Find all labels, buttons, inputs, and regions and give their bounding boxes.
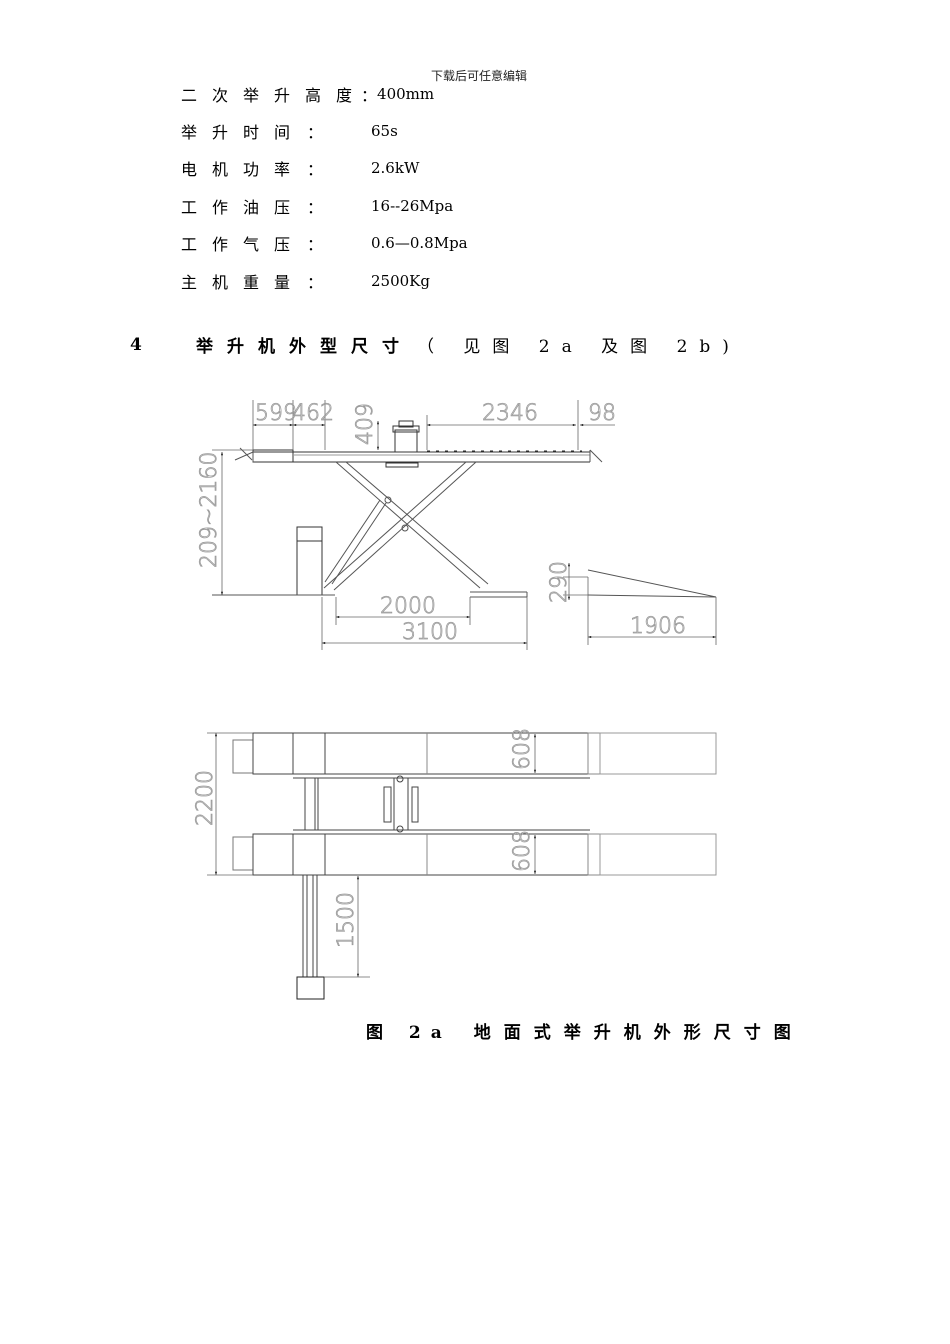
spec-row-motor-power: 电机功率 ： 2.6kW <box>181 157 419 179</box>
spec-value: 2500Kg <box>371 272 430 290</box>
spec-colon: ： <box>361 86 378 105</box>
figure-title: 地面式举升机外形尺寸图 <box>473 1023 804 1043</box>
dim-2346: 2346 <box>482 401 538 426</box>
dim-1500: 1500 <box>334 892 359 948</box>
side-view <box>212 420 717 598</box>
dim-98: 98 <box>588 401 616 426</box>
dim-599: 599 <box>255 401 297 426</box>
figure-number: 图 2a <box>366 1023 452 1043</box>
figure-caption: 图 2a 地面式举升机外形尺寸图 <box>366 1018 804 1043</box>
spec-label: 工作气压 <box>181 235 306 254</box>
spec-colon: ： <box>307 235 324 254</box>
section-number: 4 <box>130 334 142 355</box>
spec-value: 0.6—0.8Mpa <box>371 234 468 252</box>
dim-409: 409 <box>353 403 378 445</box>
spec-label: 举升时间 <box>181 123 306 142</box>
spec-colon: ： <box>307 123 324 142</box>
section-heading: 4 举升机外型尺寸 （ 见图 2a 及图 2b) <box>130 332 741 358</box>
spec-row-lift-time: 举升时间 ： 65s <box>181 120 398 142</box>
spec-label: 二次举升高度 <box>181 86 368 105</box>
spec-label: 工作油压 <box>181 198 306 217</box>
top-view-dimension-lines <box>207 732 536 978</box>
spec-colon: ： <box>307 160 324 179</box>
side-view-dimension-lines <box>212 400 717 650</box>
spec-row-air-pressure: 工作气压 ： 0.6—0.8Mpa <box>181 232 468 254</box>
dim-608-bottom: 608 <box>510 830 535 872</box>
spec-value: 2.6kW <box>371 159 420 177</box>
dim-290: 290 <box>547 561 572 603</box>
spec-row-weight: 主机重量 ： 2500Kg <box>181 270 430 292</box>
top-view-dimension-labels: 2200 608 608 1500 <box>193 728 536 949</box>
spec-row-secondary-lift-height: 二次举升高度 ： 400mm <box>181 83 434 105</box>
spec-colon: ： <box>307 273 324 292</box>
top-view <box>232 732 717 1000</box>
section-title: 举升机外型尺寸 <box>196 337 413 357</box>
spec-value: 16--26Mpa <box>371 197 454 215</box>
spec-label: 主机重量 <box>181 273 306 292</box>
dim-608-top: 608 <box>510 728 535 770</box>
watermark-text: 下载后可任意编辑 <box>431 69 528 83</box>
spec-label: 电机功率 <box>181 160 306 179</box>
dim-lift-height: 209~2160 <box>197 452 222 568</box>
dim-1906: 1906 <box>630 614 686 639</box>
spec-row-oil-pressure: 工作油压 ： 16--26Mpa <box>181 195 453 217</box>
dim-2200: 2200 <box>193 770 218 826</box>
dim-2000: 2000 <box>380 594 436 619</box>
side-view-dimension-labels: 599 462 2346 98 409 209~2160 2000 3100 2… <box>197 401 687 646</box>
dim-3100: 3100 <box>402 620 458 645</box>
section-reference: （ 见图 2a 及图 2b) <box>417 337 741 357</box>
spec-colon: ： <box>307 198 324 217</box>
spec-value: 400mm <box>377 85 435 103</box>
spec-value: 65s <box>371 122 398 140</box>
dim-462: 462 <box>292 401 334 426</box>
